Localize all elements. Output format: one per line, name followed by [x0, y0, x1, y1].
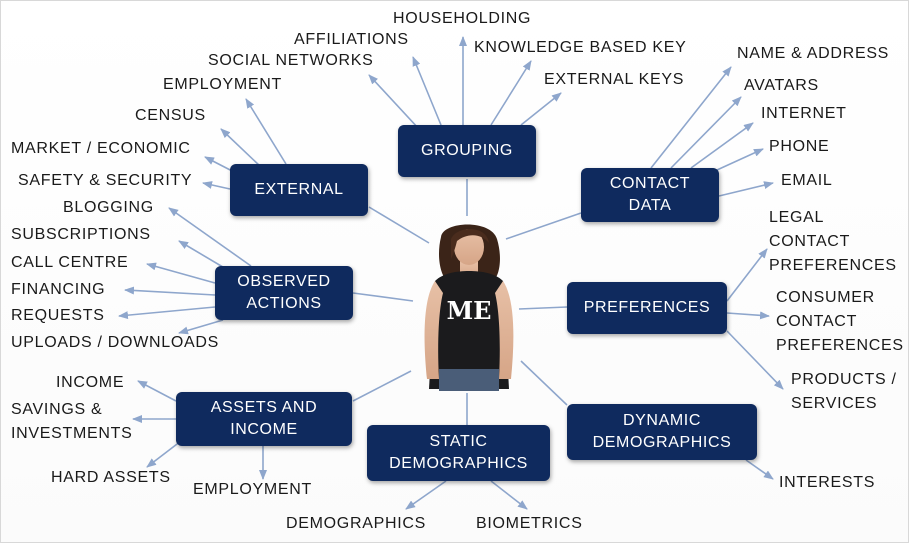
- leaf-biometrics: BIOMETRICS: [476, 515, 583, 532]
- leaf-requests: REQUESTS: [11, 307, 105, 324]
- connector-arrow: [650, 66, 732, 169]
- leaf-demographics: DEMOGRAPHICS: [286, 515, 426, 532]
- hub-observed-actions: OBSERVED ACTIONS: [215, 266, 353, 320]
- leaf-call-centre: CALL CENTRE: [11, 254, 129, 271]
- connector-arrow: [245, 98, 287, 165]
- connector-arrow: [718, 181, 774, 197]
- connector-arrow: [690, 122, 754, 169]
- connector-arrow: [146, 262, 216, 284]
- leaf-avatars: AVATARS: [744, 77, 819, 94]
- connector-line: [352, 370, 412, 402]
- leaf-income: INCOME: [56, 374, 125, 391]
- leaf-social-networks: SOCIAL NETWORKS: [208, 52, 374, 69]
- connector-line: [352, 292, 414, 302]
- leaf-products-services: PRODUCTS / SERVICES: [791, 371, 897, 412]
- connector-arrow: [137, 380, 177, 402]
- connector-arrow: [124, 286, 216, 296]
- leaf-market-economic: MARKET / ECONOMIC: [11, 140, 191, 157]
- connector-arrow: [202, 181, 231, 190]
- leaf-hard-assets: HARD ASSETS: [51, 469, 171, 486]
- leaf-knowledge-based-key: KNOWLEDGE BASED KEY: [474, 39, 687, 56]
- leaf-subscriptions: SUBSCRIPTIONS: [11, 226, 151, 243]
- connector-arrow: [745, 459, 774, 480]
- leaf-name-address: NAME & ADDRESS: [737, 45, 890, 62]
- connector-arrow: [368, 74, 420, 130]
- connector-arrow: [670, 96, 742, 169]
- connector-arrow: [726, 248, 768, 302]
- hub-assets-and-income: ASSETS AND INCOME: [176, 392, 352, 446]
- leaf-safety-security: SAFETY & SECURITY: [18, 172, 193, 189]
- leaf-external-keys: EXTERNAL KEYS: [544, 71, 685, 88]
- connector-arrow: [412, 56, 442, 126]
- connector-arrow: [726, 330, 784, 390]
- connector-arrow: [220, 128, 262, 168]
- leaf-consumer-contact-preferences: CONSUMER CONTACT PREFERENCES: [776, 289, 904, 354]
- leaf-census: CENSUS: [135, 107, 206, 124]
- hub-contact-data: CONTACT DATA: [581, 168, 719, 222]
- leaf-blogging: BLOGGING: [63, 199, 154, 216]
- leaf-legal-contact-preferences: LEGAL CONTACT PREFERENCES: [769, 209, 897, 274]
- connector-arrow: [490, 60, 532, 126]
- connector-arrow: [726, 311, 770, 320]
- leaf-savings-investments: SAVINGS & INVESTMENTS: [11, 401, 133, 442]
- leaf-email: EMAIL: [781, 172, 833, 189]
- leaf-employment-assets: EMPLOYMENT: [193, 481, 313, 498]
- connector-line: [520, 360, 568, 406]
- person-illustration: ME: [424, 224, 514, 391]
- connector-arrow: [178, 319, 224, 335]
- leaf-phone: PHONE: [769, 138, 830, 155]
- hub-dynamic-demographics: DYNAMIC DEMOGRAPHICS: [567, 404, 757, 460]
- connector-line: [505, 212, 582, 240]
- leaf-uploads-downloads: UPLOADS / DOWNLOADS: [11, 334, 220, 351]
- connector-arrow: [118, 306, 216, 320]
- connector-arrow: [146, 440, 182, 468]
- connector-line: [368, 206, 430, 244]
- hub-grouping: GROUPING: [398, 125, 536, 177]
- shirt-text: ME: [447, 296, 492, 325]
- connector-arrow: [405, 480, 447, 510]
- connector-arrow: [490, 480, 528, 510]
- leaf-internet: INTERNET: [761, 105, 847, 122]
- leaf-householding: HOUSEHOLDING: [393, 10, 532, 27]
- leaf-affiliations: AFFILIATIONS: [294, 31, 409, 48]
- hub-preferences: PREFERENCES: [567, 282, 727, 334]
- leaf-employment-external: EMPLOYMENT: [163, 76, 283, 93]
- hub-external: EXTERNAL: [230, 164, 368, 216]
- leaf-financing: FINANCING: [11, 281, 106, 298]
- connector-arrow: [168, 207, 252, 267]
- connector-line: [518, 306, 568, 310]
- hub-static-demographics: STATIC DEMOGRAPHICS: [367, 425, 550, 481]
- connector-arrow: [520, 92, 562, 126]
- leaf-interests: INTERESTS: [779, 474, 876, 491]
